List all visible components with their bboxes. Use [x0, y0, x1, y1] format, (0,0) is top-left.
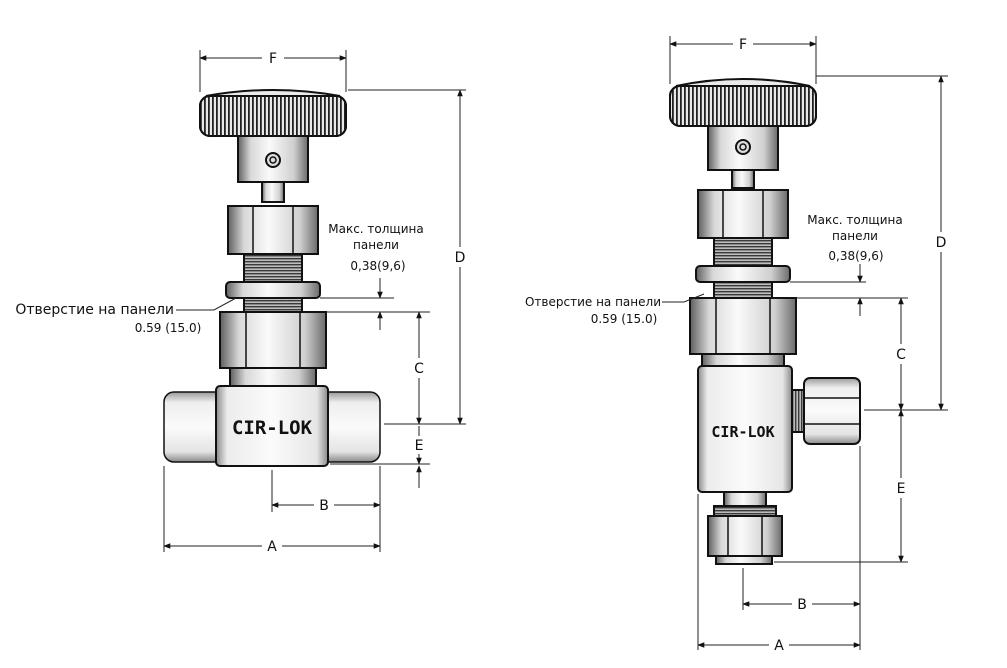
- right-panel-thickness-label-2: панели: [832, 229, 878, 243]
- right-dim-f-label: F: [739, 37, 747, 53]
- right-panel-hole-value: 0.59 (15.0): [591, 312, 658, 326]
- right-bottom-nut: [707, 515, 783, 557]
- right-dim-d-label: D: [936, 235, 947, 251]
- left-knurled-handle: [199, 89, 347, 137]
- left-panel-hole-label: Отверстие на панели: [15, 302, 174, 318]
- right-upper-hex-nut: [697, 189, 789, 239]
- right-dim-e-label: E: [897, 481, 906, 497]
- right-panel-thread: [713, 237, 773, 269]
- left-upper-hex-nut: [227, 205, 319, 255]
- left-set-screw: [265, 152, 281, 168]
- right-panel-nut: [695, 265, 791, 283]
- right-set-screw: [735, 139, 751, 155]
- right-side-nut: [803, 377, 861, 445]
- dim-d-label: D: [455, 250, 466, 266]
- left-valve-body: [215, 385, 329, 467]
- left-panel-thickness-value: 0,38(9,6): [350, 259, 405, 273]
- right-dim-b-label: B: [797, 597, 807, 613]
- dim-f-label: F: [269, 51, 277, 67]
- left-bonnet-hex: [219, 311, 327, 369]
- dim-b-label: B: [319, 498, 329, 514]
- dim-c-label: C: [414, 361, 424, 377]
- left-panel-thickness-label-2: панели: [353, 238, 399, 252]
- right-panel-thickness-value: 0,38(9,6): [828, 249, 883, 263]
- left-panel-nut: [225, 281, 321, 299]
- right-dim-a-label: A: [774, 638, 784, 654]
- right-panel-thickness-label-1: Макс. толщина: [807, 213, 902, 227]
- left-panel-hole-value: 0.59 (15.0): [135, 321, 202, 335]
- right-bonnet-hex: [689, 297, 797, 355]
- left-panel-thickness-label-1: Макс. толщина: [328, 222, 423, 236]
- right-valve-view: CIR-LOK: [669, 78, 861, 565]
- dim-e-label: E: [415, 438, 424, 454]
- left-brand-logo: CIR-LOK: [232, 417, 313, 439]
- dim-a-label: A: [267, 539, 277, 555]
- left-dimensions: F D C E B A Макс. толщина панели: [15, 50, 466, 555]
- right-knurled-handle: [669, 78, 817, 127]
- left-stem: [261, 181, 285, 203]
- right-brand-logo: CIR-LOK: [711, 423, 774, 441]
- left-panel-thread: [243, 253, 303, 285]
- right-dimensions: F D C E B A Макс. толщина панели: [525, 36, 948, 654]
- left-valve-view: CIR-LOK: [163, 89, 381, 467]
- right-dim-c-label: C: [896, 347, 906, 363]
- right-stem: [731, 169, 755, 189]
- right-panel-hole-label: Отверстие на панели: [525, 295, 661, 309]
